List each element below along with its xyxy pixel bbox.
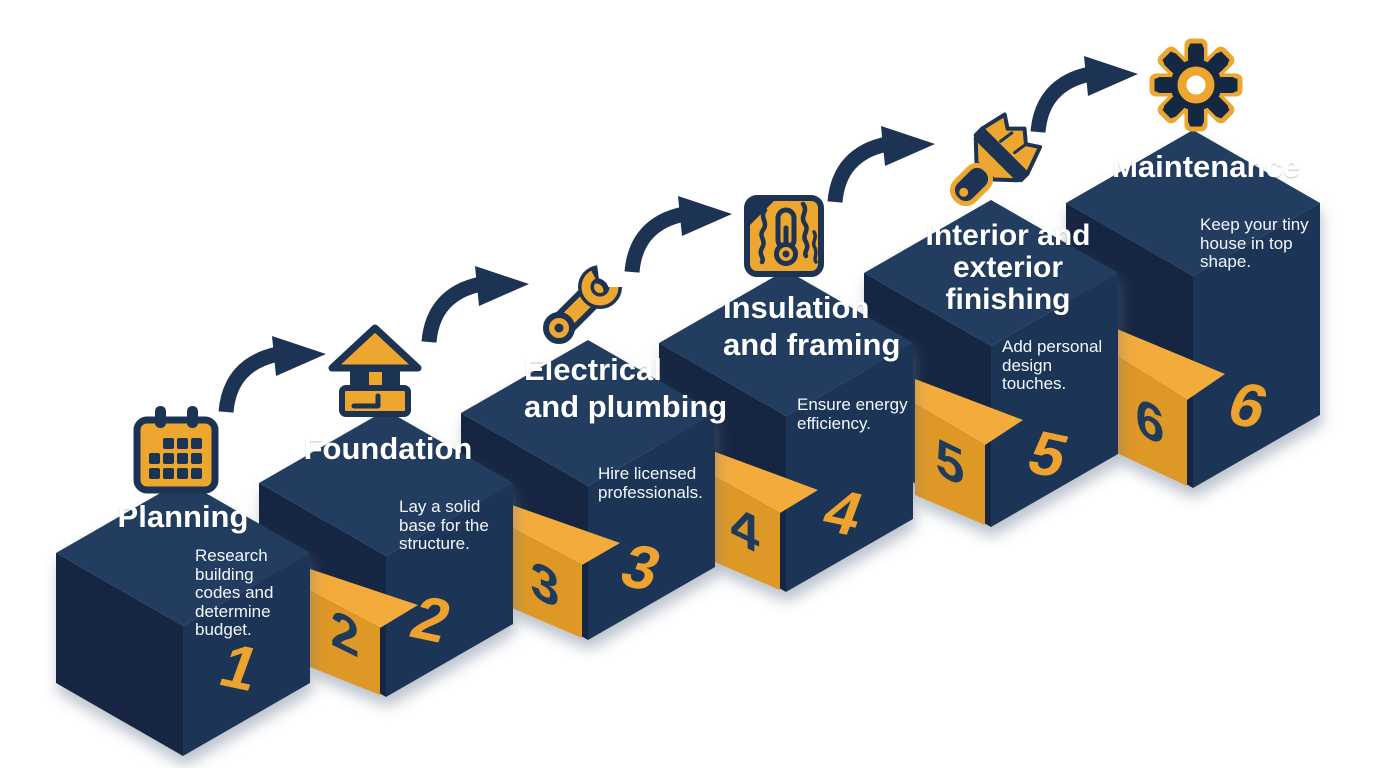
- step-1-right-face: [183, 553, 310, 756]
- step-2-wedge-top: [310, 569, 418, 628]
- step-6-wedge-top: [1117, 329, 1225, 400]
- step-4-wedge-face: [710, 474, 780, 590]
- calendar-icon: [133, 406, 219, 494]
- step-6-wedge-face: [1117, 356, 1187, 486]
- paintbrush-icon: [949, 112, 1043, 207]
- arrow-icon: [632, 196, 732, 272]
- step-3-right-face: [588, 413, 715, 640]
- step-6-right-face: [1193, 203, 1320, 488]
- arrow-icon: [226, 336, 326, 412]
- step-4-right-face: [786, 343, 913, 592]
- wrench-icon: [543, 265, 622, 344]
- step-5-wedge-face: [915, 404, 985, 525]
- insulation-icon: [744, 195, 824, 277]
- step-1-block: [56, 480, 310, 756]
- house-icon: [328, 324, 422, 417]
- step-2-block: [259, 410, 513, 697]
- step-5-wedge-top: [915, 379, 1023, 445]
- arrow-icon: [835, 126, 935, 202]
- step-2-wedge-face: [310, 591, 380, 695]
- step-3-wedge-face: [512, 528, 582, 638]
- step-4-wedge-top: [710, 450, 818, 513]
- step-1-left-face: [56, 553, 183, 756]
- step-3-wedge-top: [512, 505, 620, 565]
- step-5-right-face: [991, 273, 1118, 527]
- step-2-right-face: [386, 483, 513, 697]
- arrow-icon: [429, 266, 529, 342]
- arrow-icon: [1038, 56, 1138, 132]
- gear-icon: [1149, 38, 1243, 132]
